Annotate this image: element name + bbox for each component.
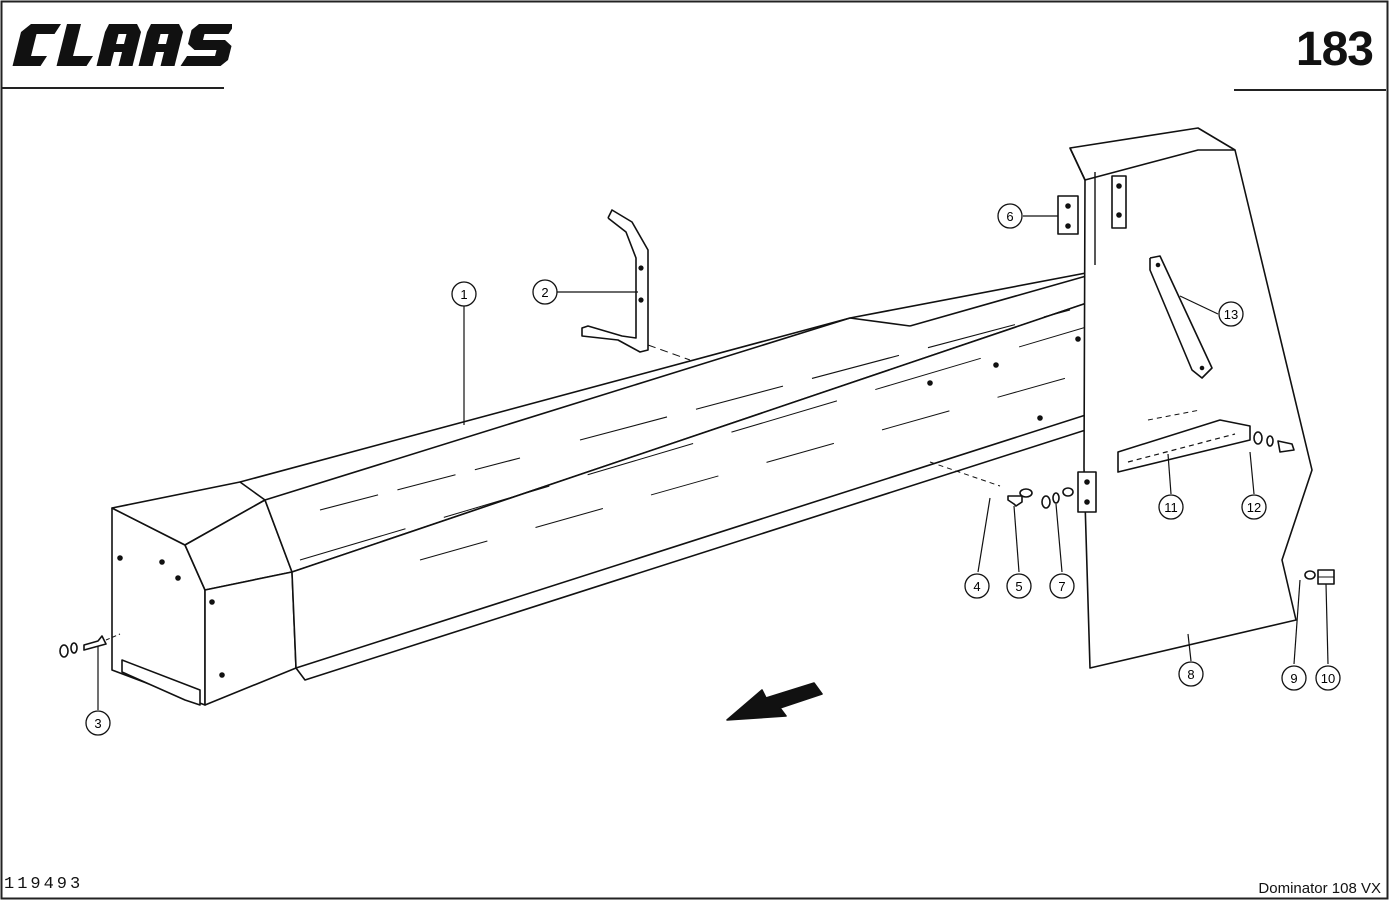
support-strut bbox=[1149, 255, 1213, 379]
claas-logo bbox=[12, 24, 232, 66]
model-name: Dominator 108 VX bbox=[1258, 880, 1381, 897]
bracket bbox=[581, 209, 691, 361]
callout-6: 6 bbox=[997, 203, 1023, 229]
front-fastener-set bbox=[59, 633, 121, 658]
callout-3: 3 bbox=[85, 710, 111, 736]
svg-text:6: 6 bbox=[1006, 209, 1013, 224]
svg-text:8: 8 bbox=[1187, 667, 1194, 682]
svg-text:9: 9 bbox=[1290, 671, 1297, 686]
parts-diagram bbox=[59, 127, 1335, 721]
callout-1: 1 bbox=[451, 281, 477, 307]
hinge-upper bbox=[1057, 172, 1127, 265]
strip-fastener-set bbox=[1253, 431, 1295, 453]
callout-2: 2 bbox=[532, 279, 558, 305]
direction-arrow bbox=[726, 682, 823, 721]
callout-12: 12 bbox=[1241, 494, 1267, 520]
svg-text:4: 4 bbox=[973, 579, 980, 594]
callout-9: 9 bbox=[1281, 665, 1307, 691]
boom-housing bbox=[111, 264, 1149, 706]
callout-13: 13 bbox=[1218, 301, 1244, 327]
leader-lines bbox=[97, 215, 1329, 710]
hinge-lower bbox=[1077, 471, 1097, 513]
svg-text:13: 13 bbox=[1224, 307, 1238, 322]
page-number: 183 bbox=[1295, 23, 1374, 76]
svg-text:1: 1 bbox=[460, 287, 467, 302]
mounting-strip bbox=[1117, 409, 1251, 473]
callout-8: 8 bbox=[1178, 661, 1204, 687]
callouts: 1 2 3 4 5 6 7 8 9 10 11 12 13 bbox=[85, 203, 1341, 736]
svg-text:11: 11 bbox=[1164, 500, 1178, 515]
svg-text:12: 12 bbox=[1247, 500, 1261, 515]
svg-text:2: 2 bbox=[541, 285, 548, 300]
drawing-number: 119493 bbox=[4, 875, 84, 894]
callout-7: 7 bbox=[1049, 573, 1075, 599]
callout-11: 11 bbox=[1158, 494, 1184, 520]
side-panel bbox=[1069, 127, 1313, 669]
callout-5: 5 bbox=[1006, 573, 1032, 599]
svg-text:7: 7 bbox=[1058, 579, 1065, 594]
svg-text:5: 5 bbox=[1015, 579, 1022, 594]
svg-text:3: 3 bbox=[94, 716, 101, 731]
svg-text:10: 10 bbox=[1321, 671, 1335, 686]
callout-4: 4 bbox=[964, 573, 990, 599]
panel-fastener-set bbox=[1304, 569, 1335, 585]
callout-10: 10 bbox=[1315, 665, 1341, 691]
hinge-fastener-set bbox=[929, 461, 1074, 509]
